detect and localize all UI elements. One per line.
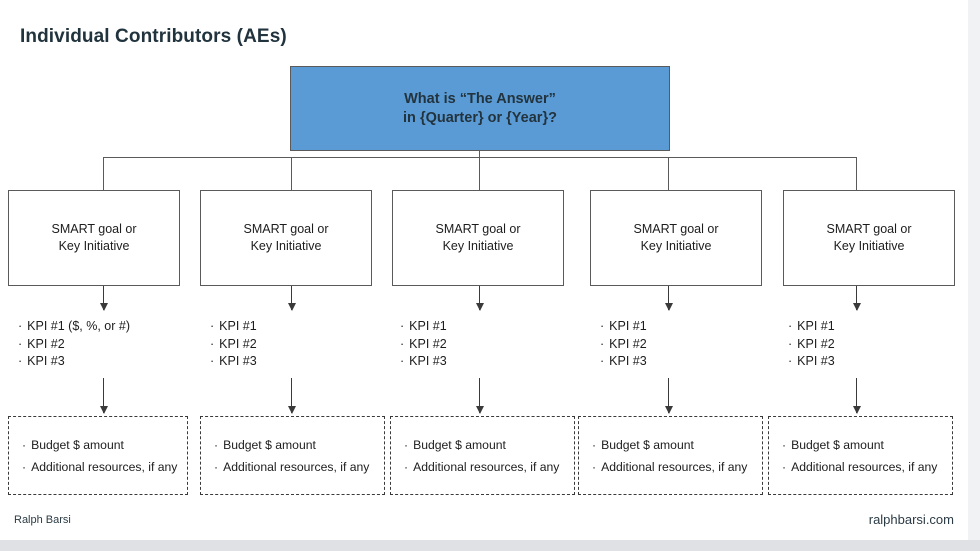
root-question-line-2: in {Quarter} or {Year}? <box>403 109 557 126</box>
slide-canvas: Individual Contributors (AEs) What is “T… <box>0 0 968 540</box>
arrow-goal-to-kpi-1 <box>98 286 109 311</box>
budget-item: Budget $ amount <box>214 434 384 456</box>
connector-drop-2 <box>291 157 293 190</box>
goal-line-5a: SMART goal or <box>826 222 912 236</box>
goal-box-text-4: SMART goal or Key Initiative <box>634 221 719 255</box>
root-question-box[interactable]: What is “The Answer” in {Quarter} or {Ye… <box>290 66 670 151</box>
budget-box-5[interactable]: Budget $ amount Additional resources, if… <box>768 416 953 495</box>
kpi-item: KPI #3 <box>210 353 257 371</box>
page-title: Individual Contributors (AEs) <box>20 26 287 47</box>
goal-box-5[interactable]: SMART goal or Key Initiative <box>783 190 955 286</box>
arrow-kpi-to-budget-1 <box>98 378 109 414</box>
goal-line-5b: Key Initiative <box>833 239 905 253</box>
kpi-item: KPI #2 <box>400 336 447 354</box>
goal-box-1[interactable]: SMART goal or Key Initiative <box>8 190 180 286</box>
kpi-list-5: KPI #1 KPI #2 KPI #3 <box>788 318 835 371</box>
kpi-item: KPI #3 <box>788 353 835 371</box>
goal-box-3[interactable]: SMART goal or Key Initiative <box>392 190 564 286</box>
footer-author: Ralph Barsi <box>14 514 71 526</box>
kpi-item: KPI #1 <box>210 318 257 336</box>
goal-line-2a: SMART goal or <box>243 222 329 236</box>
connector-drop-1 <box>103 157 105 190</box>
arrow-goal-to-kpi-2 <box>286 286 297 311</box>
arrow-goal-to-kpi-5 <box>851 286 862 311</box>
arrow-kpi-to-budget-3 <box>474 378 485 414</box>
root-question-text: What is “The Answer” in {Quarter} or {Ye… <box>403 90 557 128</box>
kpi-item: KPI #2 <box>210 336 257 354</box>
budget-item: Budget $ amount <box>22 434 187 456</box>
goal-box-text-1: SMART goal or Key Initiative <box>52 221 137 255</box>
goal-line-3a: SMART goal or <box>435 222 521 236</box>
goal-box-text-5: SMART goal or Key Initiative <box>827 221 912 255</box>
kpi-list-4: KPI #1 KPI #2 KPI #3 <box>600 318 647 371</box>
kpi-item: KPI #3 <box>400 353 447 371</box>
kpi-item: KPI #2 <box>600 336 647 354</box>
budget-item: Additional resources, if any <box>782 456 952 478</box>
root-question-line-1: What is “The Answer” <box>404 90 556 107</box>
kpi-item: KPI #1 <box>788 318 835 336</box>
arrow-kpi-to-budget-5 <box>851 378 862 414</box>
goal-line-2b: Key Initiative <box>250 239 322 253</box>
goal-line-4a: SMART goal or <box>633 222 719 236</box>
goal-line-4b: Key Initiative <box>640 239 712 253</box>
budget-item: Budget $ amount <box>404 434 574 456</box>
footer-website: ralphbarsi.com <box>868 512 954 527</box>
connector-drop-4 <box>668 157 670 190</box>
goal-box-2[interactable]: SMART goal or Key Initiative <box>200 190 372 286</box>
arrow-kpi-to-budget-2 <box>286 378 297 414</box>
kpi-item: KPI #1 <box>600 318 647 336</box>
kpi-item: KPI #3 <box>600 353 647 371</box>
connector-drop-3 <box>479 157 481 190</box>
goal-box-4[interactable]: SMART goal or Key Initiative <box>590 190 762 286</box>
goal-line-1b: Key Initiative <box>58 239 130 253</box>
budget-item: Budget $ amount <box>782 434 952 456</box>
budget-item: Additional resources, if any <box>592 456 762 478</box>
budget-box-3[interactable]: Budget $ amount Additional resources, if… <box>390 416 575 495</box>
arrow-kpi-to-budget-4 <box>663 378 674 414</box>
kpi-item: KPI #2 <box>788 336 835 354</box>
budget-box-1[interactable]: Budget $ amount Additional resources, if… <box>8 416 188 495</box>
kpi-list-2: KPI #1 KPI #2 KPI #3 <box>210 318 257 371</box>
kpi-item: KPI #2 <box>18 336 130 354</box>
kpi-item: KPI #1 <box>400 318 447 336</box>
arrow-goal-to-kpi-3 <box>474 286 485 311</box>
budget-item: Additional resources, if any <box>404 456 574 478</box>
budget-item: Additional resources, if any <box>214 456 384 478</box>
budget-box-2[interactable]: Budget $ amount Additional resources, if… <box>200 416 385 495</box>
budget-box-4[interactable]: Budget $ amount Additional resources, if… <box>578 416 763 495</box>
right-gutter <box>968 0 980 551</box>
kpi-item: KPI #1 ($, %, or #) <box>18 318 130 336</box>
kpi-item: KPI #3 <box>18 353 130 371</box>
kpi-list-3: KPI #1 KPI #2 KPI #3 <box>400 318 447 371</box>
goal-line-1a: SMART goal or <box>51 222 137 236</box>
bottom-gutter <box>0 540 980 551</box>
budget-item: Budget $ amount <box>592 434 762 456</box>
connector-root-stem <box>479 151 481 158</box>
arrow-goal-to-kpi-4 <box>663 286 674 311</box>
kpi-list-1: KPI #1 ($, %, or #) KPI #2 KPI #3 <box>18 318 130 371</box>
goal-box-text-2: SMART goal or Key Initiative <box>244 221 329 255</box>
connector-drop-5 <box>856 157 858 190</box>
goal-box-text-3: SMART goal or Key Initiative <box>436 221 521 255</box>
goal-line-3b: Key Initiative <box>442 239 514 253</box>
budget-item: Additional resources, if any <box>22 456 187 478</box>
